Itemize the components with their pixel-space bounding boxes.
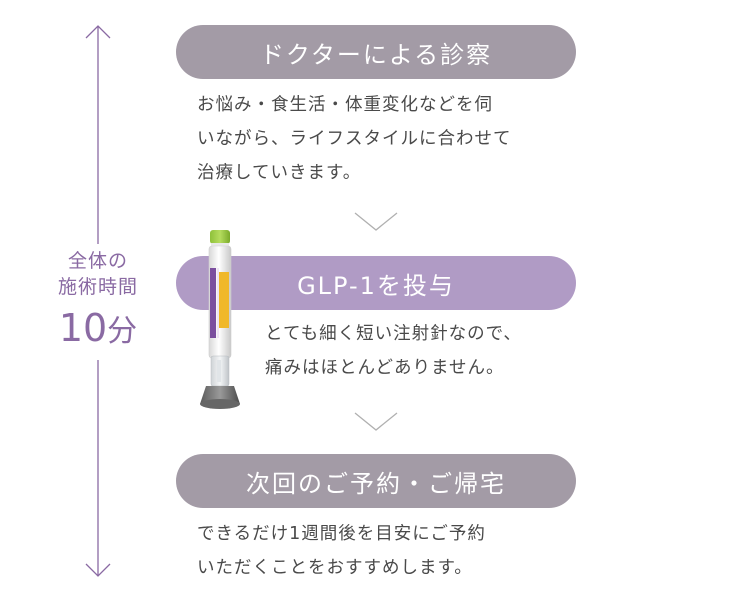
- step-2-description: とても細く短い注射針なので、 痛みはほとんどありません。: [265, 317, 522, 385]
- total-time-line2: 施術時間: [57, 276, 138, 298]
- chevron-down-icon: [354, 212, 398, 231]
- step-2-line: とても細く短い注射針なので、: [265, 324, 522, 344]
- step-1-description: お悩み・食生活・体重変化などを伺 いながら、ライフスタイルに合わせて 治療してい…: [197, 88, 512, 190]
- total-time-number: 10: [58, 306, 108, 350]
- step-3-title: 次回のご予約・ご帰宅: [176, 454, 576, 508]
- total-time-value: 10分: [40, 308, 156, 356]
- step-1-title: ドクターによる診察: [176, 25, 576, 79]
- injection-pen-image: [200, 230, 240, 409]
- chevron-down-icon: [354, 412, 398, 431]
- total-time-line1: 全体の: [67, 250, 128, 272]
- step-1-line: 治療していきます。: [197, 163, 362, 183]
- step-1-line: お悩み・食生活・体重変化などを伺: [197, 95, 493, 115]
- step-3-line: できるだけ1週間後を目安にご予約: [197, 524, 486, 544]
- step-2-line: 痛みはほとんどありません。: [265, 358, 505, 378]
- step-1-line: いながら、ライフスタイルに合わせて: [197, 129, 512, 149]
- total-time-label: 全体の 施術時間 10分: [40, 244, 156, 360]
- step-3-line: いただくことをおすすめします。: [197, 558, 473, 578]
- step-3-description: できるだけ1週間後を目安にご予約 いただくことをおすすめします。: [197, 517, 486, 585]
- step-2-title: GLP-1を投与: [176, 256, 576, 310]
- total-time-unit: 分: [107, 314, 138, 349]
